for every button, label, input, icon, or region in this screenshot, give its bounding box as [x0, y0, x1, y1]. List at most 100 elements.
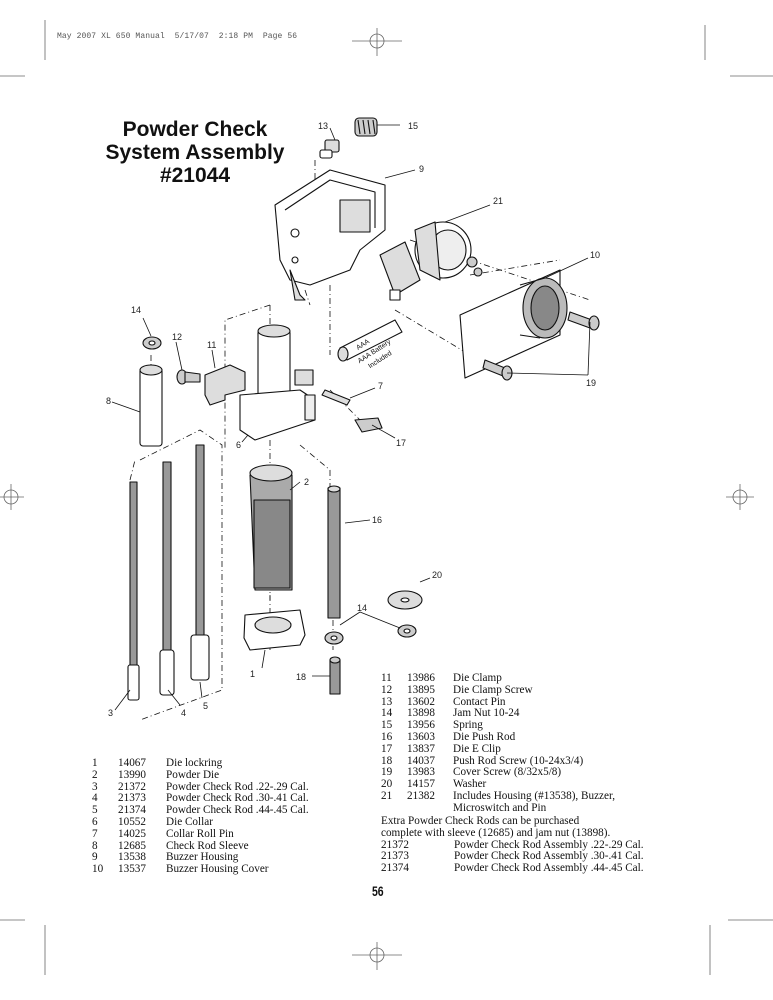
- part-description: Collar Roll Pin: [166, 827, 234, 840]
- callout-7: 7: [378, 381, 383, 391]
- part-number: 21374: [118, 804, 146, 817]
- part-number: [407, 803, 453, 815]
- buzzer-housing: [274, 169, 386, 301]
- part-index: 14: [381, 707, 393, 720]
- parts-row: 5 21374 Powder Check Rod .44-.45 Cal.: [92, 804, 309, 817]
- part-description: Die Clamp: [453, 672, 502, 684]
- powder-check-rod-4: [159, 461, 175, 696]
- part-description: Die Push Rod: [453, 730, 516, 743]
- extra-rod-number: 21373: [381, 850, 409, 863]
- extra-rod-number: 21372: [381, 838, 409, 851]
- callout-9: 9: [419, 164, 424, 174]
- part-number: 21382: [407, 789, 435, 802]
- part-description: Die E Clip: [453, 742, 501, 755]
- part-number: 10552: [118, 815, 146, 828]
- part-index: 9: [92, 851, 98, 864]
- parts-row: Microswitch and Pin: [381, 801, 615, 815]
- callout-15: 15: [408, 121, 418, 131]
- extra-rods-note: Extra Powder Check Rods can be purchased…: [381, 815, 671, 875]
- part-index: 16: [381, 730, 393, 743]
- part-index: 5: [92, 804, 98, 817]
- callout-8: 8: [106, 396, 111, 406]
- registration-mark-bottom: [352, 942, 402, 970]
- microswitch: [379, 241, 483, 301]
- parts-row: 11 13986 Die Clamp: [381, 672, 615, 685]
- part-index: 13: [381, 695, 393, 708]
- part-description: Buzzer Housing: [166, 851, 239, 864]
- push-rod-screw: [329, 656, 341, 695]
- part-number: 12685: [118, 839, 146, 852]
- part-description: Powder Check Rod .44-.45 Cal.: [166, 804, 309, 817]
- callout-12: 12: [172, 332, 182, 342]
- extra-rod-description: Powder Check Rod Assembly .22-.29 Cal.: [454, 838, 644, 851]
- callout-21: 21: [493, 196, 503, 206]
- part-index: 20: [381, 778, 393, 791]
- part-description: Check Rod Sleeve: [166, 839, 249, 852]
- callout-6: 6: [236, 440, 241, 450]
- part-number: 21373: [118, 792, 146, 805]
- die-clamp-screw: [176, 369, 201, 385]
- callout-11: 11: [207, 340, 216, 350]
- extra-note-line-2: complete with sleeve (12685) and jam nut…: [381, 826, 611, 839]
- callout-5: 5: [203, 701, 208, 711]
- extra-note-line-1: Extra Powder Check Rods can be purchased: [381, 815, 580, 827]
- parts-row: 9 13538 Buzzer Housing: [92, 852, 309, 864]
- callout-19: 19: [586, 378, 596, 388]
- part-description: Die lockring: [166, 757, 223, 769]
- part-number: 13602: [407, 695, 435, 708]
- part-number: 13538: [118, 851, 146, 864]
- part-index: 19: [381, 766, 393, 779]
- parts-row: 16 13603 Die Push Rod: [381, 730, 615, 744]
- part-number: 13603: [407, 730, 435, 743]
- washer: [387, 590, 423, 610]
- part-number: 13990: [118, 768, 146, 781]
- part-index: 15: [381, 719, 393, 732]
- registration-mark-top: [352, 28, 402, 56]
- crop-marks: [0, 20, 773, 975]
- page-title: Powder Check System Assembly #21044: [95, 118, 295, 187]
- part-number: 14025: [118, 827, 146, 840]
- callout-14-top: 14: [131, 305, 141, 315]
- spring: [354, 117, 378, 137]
- title-line-1: Powder Check: [122, 118, 268, 141]
- jam-nut-top: [142, 336, 162, 350]
- part-index: 11: [381, 672, 392, 684]
- part-index: 8: [92, 839, 98, 852]
- parts-row: 13 13602 Contact Pin: [381, 695, 615, 709]
- die-push-rod: [327, 485, 341, 619]
- part-index: [381, 803, 407, 815]
- part-description: Microswitch and Pin: [453, 801, 547, 814]
- callout-numbers: 13 15 9 21 10 19 14 12 11 7 8 6 17 2 16 …: [106, 121, 600, 718]
- page-number: 56: [371, 883, 384, 899]
- callout-16: 16: [372, 515, 382, 525]
- die-clamp: [204, 364, 246, 406]
- part-index: 3: [92, 780, 98, 793]
- jam-nut-lower-left: [324, 631, 344, 645]
- title-line-2: System Assembly: [105, 141, 285, 164]
- callout-14-lower: 14: [357, 603, 367, 613]
- part-number: 13986: [407, 672, 435, 684]
- part-index: 4: [92, 792, 98, 805]
- part-index: 1: [92, 757, 98, 769]
- parts-row: 4 21373 Powder Check Rod .30-.41 Cal.: [92, 793, 309, 805]
- part-description: Powder Check Rod .30-.41 Cal.: [166, 792, 309, 805]
- part-description: Cover Screw (8/32x5/8): [453, 766, 562, 779]
- buzzer: [414, 221, 472, 281]
- contact-pin: [319, 139, 340, 159]
- part-number: 13895: [407, 683, 435, 696]
- part-description: Contact Pin: [453, 695, 506, 708]
- part-description: Die Collar: [166, 815, 213, 828]
- part-description: Push Rod Screw (10-24x3/4): [453, 754, 584, 767]
- part-number: 14037: [407, 754, 435, 767]
